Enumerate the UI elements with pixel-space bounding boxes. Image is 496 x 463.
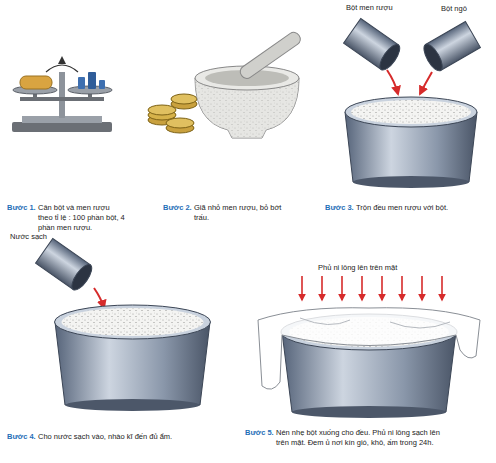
press-arrows — [301, 276, 303, 300]
step-caption: Bước 1.Cân bột và men rượu theo tỉ lệ : … — [7, 203, 125, 232]
press-arrows — [421, 276, 423, 300]
balance-scale — [20, 76, 52, 89]
press-arrows — [321, 276, 323, 300]
step-number: Bước 3. — [325, 203, 354, 213]
step-text: Nước sạch — [10, 232, 47, 241]
step-text: Bột ngô — [441, 4, 467, 13]
pour-arrow — [94, 288, 104, 308]
step-text: Bột men rượu — [346, 3, 393, 12]
balance-scale — [12, 56, 112, 132]
covered-bowl — [258, 308, 480, 418]
step-caption: Bước 4.Cho nước sạch vào, nhào kĩ đến đủ… — [7, 432, 177, 442]
water-cup — [68, 261, 95, 292]
yeast-cup — [376, 41, 403, 72]
ingredient-label: Nước sạch — [10, 232, 47, 242]
step-number: Bước 4. — [7, 432, 36, 442]
coins — [171, 94, 197, 104]
covered-bowl — [300, 318, 450, 328]
flour-cup — [420, 42, 445, 74]
mortar-pestle — [238, 30, 303, 81]
step-text: Cho nước sạch vào, nhào kĩ đến đủ ẩm. — [38, 432, 172, 441]
ingredient-label: Bột ngô — [441, 4, 467, 14]
step-text: Nén nhẹ bột xuống cho đều. Phủ ni lông s… — [276, 428, 440, 447]
step-number: Bước 1. — [7, 203, 36, 213]
kneading-bowl — [55, 305, 211, 339]
pour-arrow — [94, 288, 104, 308]
kneading-bowl — [55, 305, 211, 411]
mixing-bowl — [351, 100, 471, 124]
kneading-bowl — [62, 308, 204, 336]
press-arrows — [401, 276, 403, 300]
step-number: Bước 2. — [163, 203, 192, 213]
pour-arrow — [387, 70, 432, 94]
balance-scale — [59, 72, 65, 118]
annotation-label: Phủ ni lông lên trên mặt — [318, 263, 397, 273]
mortar-pestle — [195, 30, 303, 138]
coins — [148, 94, 197, 133]
ingredient-label: Bột men rượu — [346, 3, 393, 13]
press-arrows — [441, 276, 443, 300]
balance-scale — [78, 77, 85, 89]
step-caption: Bước 5.Nén nhẹ bột xuống cho đều. Phủ ni… — [245, 428, 450, 448]
balance-scale — [88, 72, 96, 89]
kneading-bowl — [66, 399, 200, 411]
yeast-cup — [344, 19, 404, 73]
coins — [166, 118, 194, 128]
press-arrows — [361, 276, 363, 300]
covered-bowl — [292, 406, 446, 418]
water-cup — [36, 239, 96, 293]
flour-cup — [420, 22, 480, 74]
mortar-pestle — [238, 30, 303, 81]
press-arrows — [341, 276, 343, 300]
balance-scale — [46, 65, 78, 72]
balance-scale — [58, 56, 66, 64]
pour-arrow — [420, 72, 432, 94]
step-number: Bước 5. — [245, 428, 274, 438]
step-caption: Bước 3.Trộn đều men rượu với bột. — [325, 203, 465, 213]
covered-bowl — [258, 308, 480, 389]
press-arrows — [302, 276, 442, 300]
step-caption: Bước 2.Giã nhỏ men rượu, bỏ bớt trấu. — [163, 203, 285, 223]
pour-arrow — [387, 70, 398, 94]
mixing-bowl — [345, 97, 477, 188]
step-text: Trộn đều men rượu với bột. — [356, 203, 448, 212]
press-arrows — [381, 276, 383, 300]
step-text: Giã nhỏ men rượu, bỏ bớt trấu. — [194, 203, 281, 222]
mixing-bowl — [345, 97, 477, 127]
coins — [148, 105, 176, 115]
balance-scale — [99, 80, 105, 89]
balance-scale — [12, 122, 112, 132]
step-text: Cân bột và men rượu theo tỉ lệ : 100 phầ… — [38, 203, 125, 232]
mixing-bowl — [353, 176, 469, 188]
step-text: Phủ ni lông lên trên mặt — [318, 263, 397, 272]
